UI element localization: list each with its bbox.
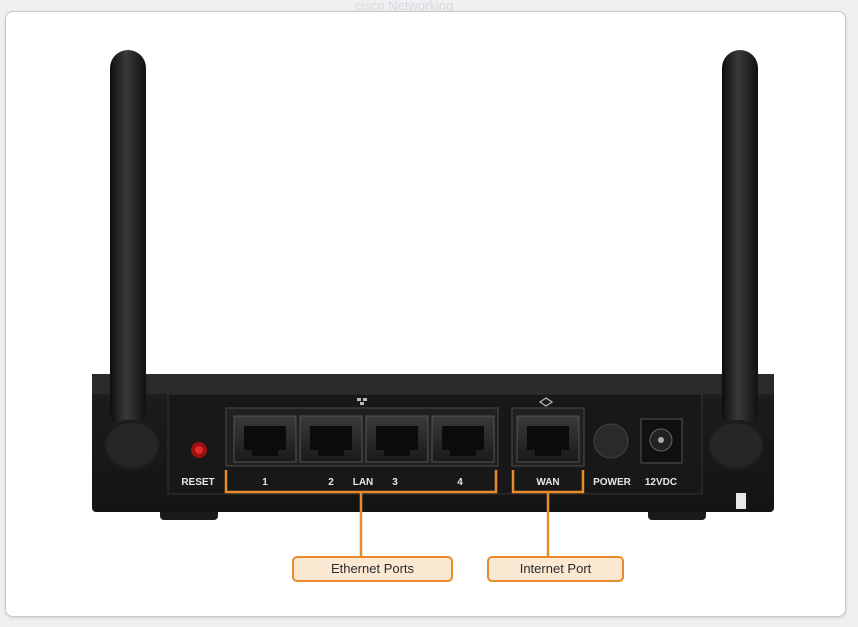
label-lan: LAN xyxy=(353,477,374,488)
power-button-icon xyxy=(593,423,629,459)
lan-port-2 xyxy=(299,415,363,463)
lan-port-3 xyxy=(365,415,429,463)
label-reset: RESET xyxy=(181,477,214,488)
lan-port-4 xyxy=(431,415,495,463)
label-wan: WAN xyxy=(536,477,559,488)
label-lan-2: 2 xyxy=(328,477,334,488)
label-lan-4: 4 xyxy=(457,477,463,488)
router-side-tab xyxy=(736,493,746,509)
background-header-text: cisco Networking xyxy=(355,0,454,13)
label-lan-1: 1 xyxy=(262,477,268,488)
label-lan-3: 3 xyxy=(392,477,398,488)
antenna-right xyxy=(708,50,764,470)
ethernet-ports-callout: Ethernet Ports xyxy=(292,556,453,582)
wan-globe-icon xyxy=(538,397,554,407)
lan-network-icon xyxy=(357,398,367,405)
wan-port xyxy=(516,415,580,463)
label-power: POWER xyxy=(593,477,632,488)
lan-port-1 xyxy=(233,415,297,463)
internet-port-callout: Internet Port xyxy=(487,556,624,582)
label-dc: 12VDC xyxy=(645,477,677,488)
antenna-left xyxy=(104,50,160,470)
router-top-edge xyxy=(92,374,774,394)
dc-jack-icon xyxy=(640,418,683,464)
